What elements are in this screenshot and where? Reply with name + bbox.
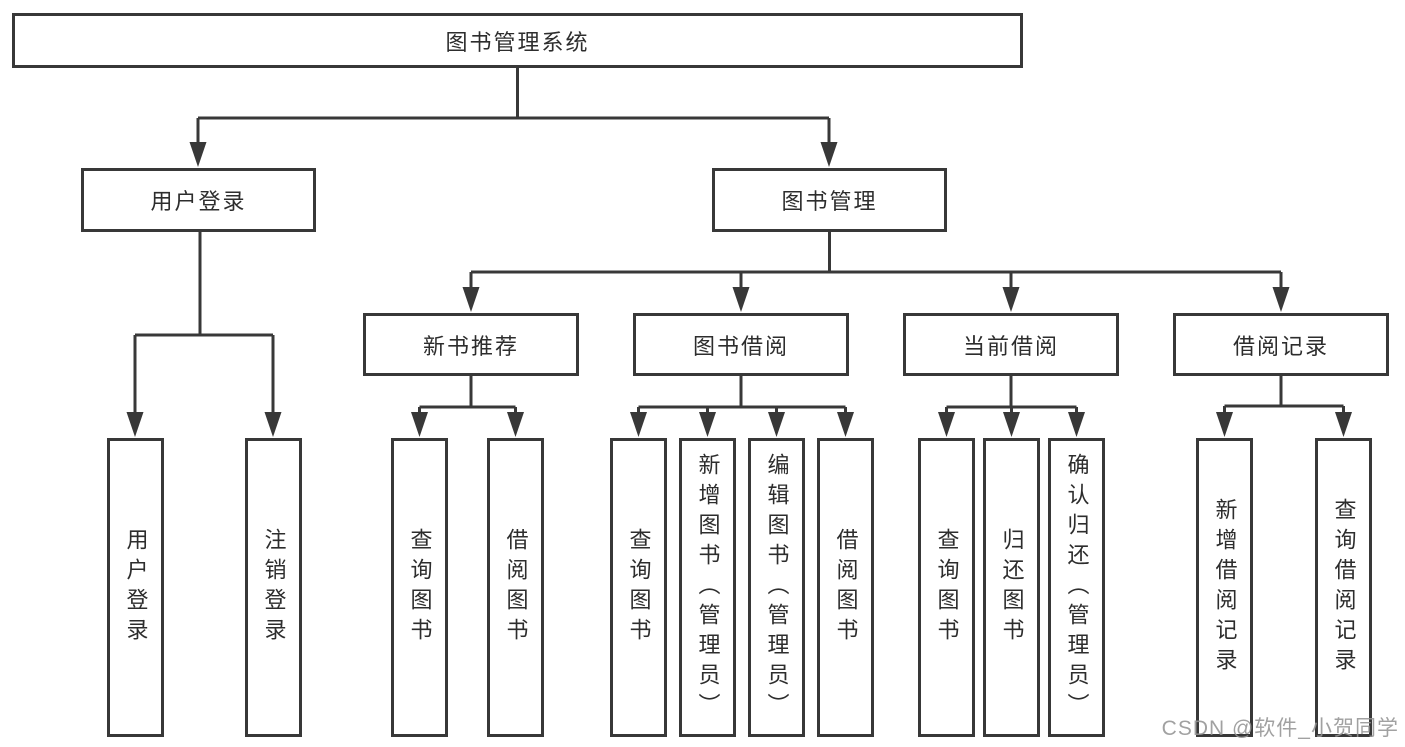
node-label: 归还图书 <box>999 527 1025 648</box>
node-leaf-query-books-recommend: 查询图书 <box>391 438 448 737</box>
node-book-management: 图书管理 <box>712 168 947 232</box>
node-label: 查询图书 <box>934 527 960 648</box>
node-borrowing-records: 借阅记录 <box>1173 313 1389 376</box>
node-label: 图书管理 <box>781 189 878 214</box>
node-leaf-add-book-admin: 新增图书（管理员） <box>679 438 736 737</box>
node-leaf-logout: 注销登录 <box>245 438 302 737</box>
node-leaf-user-login: 用户登录 <box>107 438 164 737</box>
node-label: 新书推荐 <box>422 333 519 359</box>
node-label: 查询借阅记录 <box>1331 497 1357 678</box>
node-label: 确认归还（管理员） <box>1064 452 1090 723</box>
node-leaf-query-books-current: 查询图书 <box>918 438 975 737</box>
connector-paths <box>133 68 1345 413</box>
node-label: 用户登录 <box>150 189 247 214</box>
node-leaf-borrow-books-recommend: 借阅图书 <box>487 438 544 737</box>
node-label: 新增借阅记录 <box>1212 497 1238 678</box>
node-book-borrowing: 图书借阅 <box>633 313 849 376</box>
node-label: 编辑图书（管理员） <box>764 452 790 723</box>
node-label: 用户登录 <box>123 527 149 648</box>
node-leaf-borrow-books-borrowing: 借阅图书 <box>817 438 874 737</box>
arrowhead-icons <box>126 142 1352 437</box>
node-leaf-add-borrow-record: 新增借阅记录 <box>1196 438 1253 737</box>
node-label: 图书借阅 <box>692 333 789 359</box>
node-label: 查询图书 <box>626 527 652 648</box>
node-label: 新增图书（管理员） <box>695 452 721 723</box>
node-label: 当前借阅 <box>962 333 1059 359</box>
node-label: 借阅图书 <box>503 527 529 648</box>
node-leaf-query-books-borrowing: 查询图书 <box>610 438 667 737</box>
node-user-login: 用户登录 <box>81 168 316 232</box>
node-leaf-edit-book-admin: 编辑图书（管理员） <box>748 438 805 737</box>
node-label: 借阅记录 <box>1232 333 1329 359</box>
node-label: 注销登录 <box>261 527 287 648</box>
node-current-borrowing: 当前借阅 <box>903 313 1119 376</box>
node-label: 图书管理系统 <box>445 29 590 55</box>
node-root: 图书管理系统 <box>12 13 1023 68</box>
node-new-book-recommend: 新书推荐 <box>363 313 579 376</box>
node-leaf-return-books: 归还图书 <box>983 438 1040 737</box>
watermark-text: CSDN @软件_小贺同学 <box>1161 717 1399 740</box>
node-leaf-query-borrow-record: 查询借阅记录 <box>1315 438 1372 737</box>
node-label: 借阅图书 <box>833 527 859 648</box>
node-label: 查询图书 <box>407 527 433 648</box>
node-leaf-confirm-return-admin: 确认归还（管理员） <box>1048 438 1105 737</box>
